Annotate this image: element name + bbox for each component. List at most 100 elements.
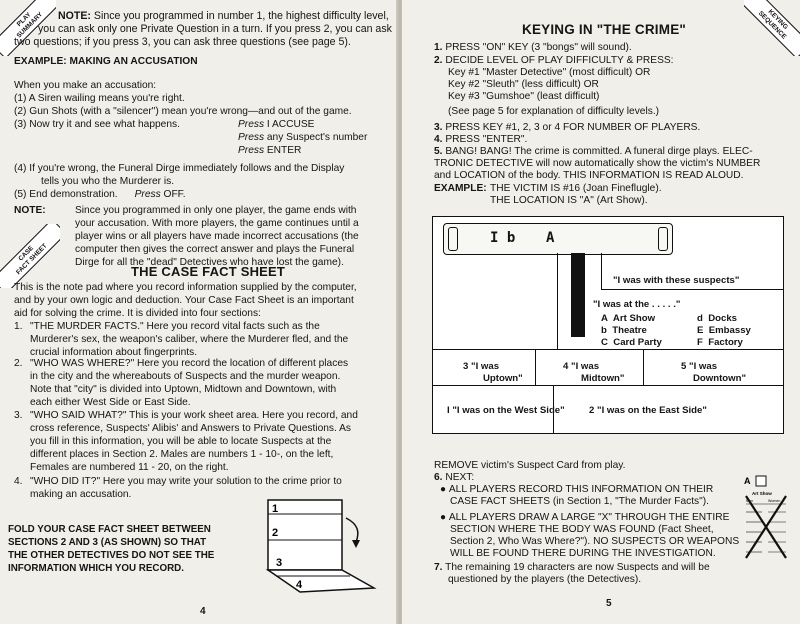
- section-line: you fill in this information, you will b…: [30, 436, 332, 447]
- case-fact-sheet-title: THE CASE FACT SHEET: [131, 264, 286, 279]
- section-line: cross reference, Suspects' Alibis' and A…: [30, 423, 351, 434]
- crossed-out-section-illustration: A Art Show Men Women: [744, 475, 787, 559]
- note-2-line: computer then gives the correct answer a…: [75, 244, 355, 255]
- sheet-number: 4: [296, 579, 303, 591]
- section-line: "THE MURDER FACTS." Here you record vita…: [30, 321, 320, 332]
- lcd-victim-number: I b: [490, 230, 516, 246]
- card-sub-label: Women: [768, 499, 780, 503]
- page-5: KEYING SEQUENCE KEYING IN "THE CRIME" 1.…: [402, 0, 800, 624]
- remove-card-line: REMOVE victim's Suspect Card from play.: [434, 460, 626, 471]
- section-line: "WHO WAS WHERE?" Here you record the loc…: [30, 358, 349, 369]
- binding-gutter: [396, 0, 404, 624]
- place-item: d Docks: [697, 313, 738, 324]
- intro-line: This is the note pad where you record in…: [14, 282, 357, 293]
- intro-line: and by your own logic and deduction. You…: [14, 295, 354, 306]
- place-item: A Art Show: [601, 313, 656, 324]
- bullet-line: WILL BE FOUND THERE DURING THE INVESTIGA…: [450, 548, 716, 559]
- section-line: "WHO SAID WHAT?" This is your work sheet…: [30, 410, 358, 421]
- was-at-label: "I was at the . . . . .": [593, 299, 681, 310]
- step-item: (2) Gun Shots (with a "silencer") mean y…: [14, 106, 352, 117]
- bullet-line: ● ALL PLAYERS DRAW A LARGE "X" THROUGH T…: [440, 512, 730, 523]
- note-2-line: Since you programmed in only one player,…: [75, 205, 357, 216]
- keying-sequence-tab: KEYING SEQUENCE: [744, 0, 800, 56]
- place-item: C Card Party: [601, 337, 662, 348]
- section-number: 4.: [14, 476, 23, 487]
- lcd-location-code: A: [546, 230, 555, 246]
- step-line: 7. The remaining 19 characters are now S…: [434, 562, 710, 573]
- section-number: 2.: [14, 358, 23, 369]
- side-label: 2 "I was on the East Side": [589, 405, 707, 416]
- section-line: "WHO DID IT?" Here you may write your so…: [30, 476, 342, 487]
- step-line: TRONIC DETECTIVE will now automatically …: [434, 158, 761, 169]
- step-line: 5. BANG! BANG! The crime is committed. A…: [434, 146, 753, 157]
- press-line: Press I ACCUSE: [238, 119, 315, 130]
- step-item: tells you who the Murderer is.: [41, 176, 175, 187]
- page-number: 5: [606, 598, 612, 609]
- section-line: crucial information about fingerprints.: [30, 347, 198, 358]
- area-label: 4 "I was: [563, 361, 600, 372]
- example-lead: EXAMPLE:: [434, 183, 487, 194]
- step-item: (4) If you're wrong, the Funeral Dirge i…: [14, 163, 345, 174]
- bullet-line: ● ALL PLAYERS RECORD THIS INFORMATION ON…: [440, 484, 714, 495]
- note-2-line: your accusation. With more players, the …: [75, 218, 359, 229]
- sheet-number: 2: [272, 527, 278, 539]
- bullet-line: CASE FACT SHEETS (in Section 1, "The Mur…: [450, 496, 709, 507]
- step-line: 6. NEXT:: [434, 472, 475, 483]
- step-line: 1. PRESS "ON" KEY (3 "bongs" will sound)…: [434, 42, 632, 53]
- sheet-number: 1: [272, 503, 278, 515]
- fold-instruction-line: INFORMATION WHICH YOU RECORD.: [8, 563, 184, 574]
- key-option: Key #3 "Gumshoe" (least difficult): [448, 91, 600, 102]
- folded-sheet-illustration: 1 2 3 4: [265, 499, 377, 593]
- side-label: I "I was on the West Side": [447, 405, 565, 416]
- note-2-lead: NOTE:: [14, 205, 46, 216]
- see-page-note: (See page 5 for explanation of difficult…: [448, 106, 660, 117]
- area-label: 3 "I was: [463, 361, 500, 372]
- fold-instruction-line: SECTIONS 2 AND 3 (AS SHOWN) SO THAT: [8, 537, 207, 548]
- step-line: 3. PRESS KEY #1, 2, 3 or 4 FOR NUMBER OF…: [434, 122, 701, 133]
- area-label: Downtown": [693, 373, 747, 384]
- place-item: F Factory: [697, 337, 743, 348]
- example-heading: EXAMPLE: MAKING AN ACCUSATION: [14, 56, 198, 67]
- note-1-line: you can ask only one Private Question in…: [38, 23, 392, 35]
- press-line: Press ENTER: [238, 145, 302, 156]
- place-item: b Theatre: [601, 325, 647, 336]
- intro-line: When you make an accusation:: [14, 80, 157, 91]
- page-4: PLAY SUMMARY NOTE: Since you programmed …: [0, 0, 398, 624]
- with-suspects-label: "I was with these suspects": [613, 275, 740, 286]
- note-1-line: NOTE: Since you programmed in number 1, …: [58, 10, 389, 22]
- section-line: each either West Side or East Side.: [30, 397, 191, 408]
- note-1-line: two questions; if you press 3, you can a…: [14, 36, 351, 48]
- tab-line: FACT SHEET: [14, 242, 49, 276]
- sheet-number: 3: [276, 557, 282, 569]
- step-item: (5) End demonstration. Press OFF.: [14, 189, 186, 200]
- step-line: questioned by the players (the Detective…: [448, 574, 642, 585]
- section-line: making an accusation.: [30, 489, 132, 500]
- example-line: THE VICTIM IS #16 (Joan Fineflugle).: [490, 183, 662, 194]
- section-number: 3.: [14, 410, 23, 421]
- area-label: Uptown": [483, 373, 523, 384]
- detective-display-diagram: I b A "I was with these suspects" "I was…: [432, 216, 784, 434]
- section-line: in the city and the whereabouts of Suspe…: [30, 371, 341, 382]
- section-line: Females are numbered 11 - 20, on the rig…: [30, 462, 229, 473]
- section-number: 1.: [14, 321, 23, 332]
- bullet-line: Section 2, Who Was Where?"). NO SUSPECTS…: [450, 536, 740, 547]
- key-option: Key #1 "Master Detective" (most difficul…: [448, 67, 651, 78]
- case-fact-sheet-tab: CASE FACT SHEET: [0, 224, 60, 288]
- fold-instruction-line: THE OTHER DETECTIVES DO NOT SEE THE: [8, 550, 215, 561]
- section-line: Note that "city" is divided into Uptown,…: [30, 384, 337, 395]
- key-option: Key #2 "Sleuth" (less difficult) OR: [448, 79, 599, 90]
- step-line: and LOCATION of the body. THIS INFORMATI…: [434, 170, 744, 181]
- step-line: 2. DECIDE LEVEL OF PLAY DIFFICULTY & PRE…: [434, 55, 674, 66]
- lcd-screen: I b A: [443, 223, 673, 255]
- page-number: 4: [200, 606, 206, 617]
- area-label: 5 "I was: [681, 361, 718, 372]
- note-2-line: player wins or all players have made inc…: [75, 231, 359, 242]
- step-item: (1) A Siren wailing means you're right.: [14, 93, 185, 104]
- step-item: (3) Now try it and see what happens.: [14, 119, 180, 130]
- section-line: different places in Section 2. Males are…: [30, 449, 334, 460]
- keying-title: KEYING IN "THE CRIME": [522, 22, 687, 37]
- pointer-bar: [571, 253, 585, 337]
- example-line: THE LOCATION IS "A" (Art Show).: [490, 195, 648, 206]
- card-letter: A: [744, 476, 751, 486]
